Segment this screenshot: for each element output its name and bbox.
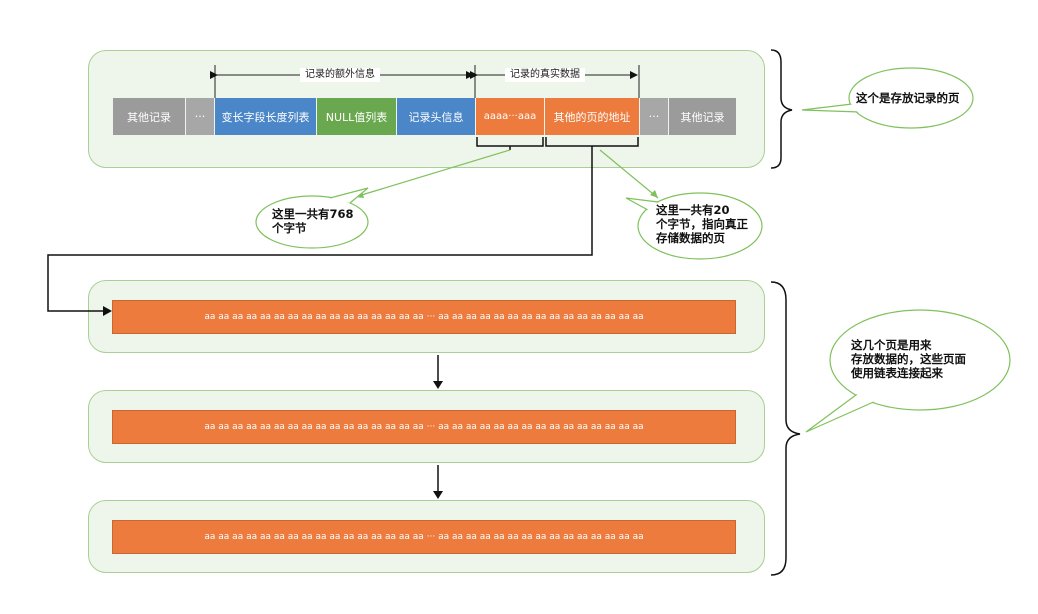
callout-768-bytes: 这里一共有768 个字节 — [272, 207, 354, 235]
callout-20-line-3: 存储数据的页 — [656, 231, 725, 245]
callout-record-page: 这个是存放记录的页 — [856, 91, 960, 105]
data-page-2-content: aa aa aa aa aa aa aa aa aa aa aa aa aa a… — [112, 410, 736, 444]
segment-variable-length-list: 变长字段长度列表 — [215, 98, 316, 135]
segment-other-page-address: 其他的页的地址 — [545, 98, 639, 135]
segment-other-records-left: 其他记录 — [113, 98, 185, 135]
callout-768-line-2: 个字节 — [272, 221, 307, 235]
callout-linked-pages: 这几个页是用来 存放数据的，这些页面 使用链表连接起来 — [851, 338, 966, 380]
callout-20-line-2: 个字节，指向真正 — [656, 217, 748, 231]
segment-null-list: NULL值列表 — [317, 98, 396, 135]
callout-linked-line-2: 存放数据的，这些页面 — [851, 352, 966, 366]
data-page-3-content: aa aa aa aa aa aa aa aa aa aa aa aa aa a… — [112, 520, 736, 554]
callout-linked-line-1: 这几个页是用来 — [851, 338, 932, 352]
callout-linked-line-3: 使用链表连接起来 — [851, 366, 943, 380]
segment-other-records-right: 其他记录 — [669, 98, 736, 135]
segment-aaaa-data: aaaa···aaa — [476, 98, 544, 135]
segment-ellipsis-left: ··· — [186, 98, 214, 135]
header-real-data: 记录的真实数据 — [505, 68, 585, 82]
data-page-1-content: aa aa aa aa aa aa aa aa aa aa aa aa aa a… — [112, 300, 736, 334]
callout-768-line-1: 这里一共有768 — [272, 207, 354, 221]
segment-record-header: 记录头信息 — [397, 98, 475, 135]
callout-20-bytes: 这里一共有20 个字节，指向真正 存储数据的页 — [656, 203, 748, 245]
callout-20-line-1: 这里一共有20 — [656, 203, 730, 217]
segment-ellipsis-right: ··· — [640, 98, 668, 135]
header-extra-info: 记录的额外信息 — [300, 68, 380, 82]
